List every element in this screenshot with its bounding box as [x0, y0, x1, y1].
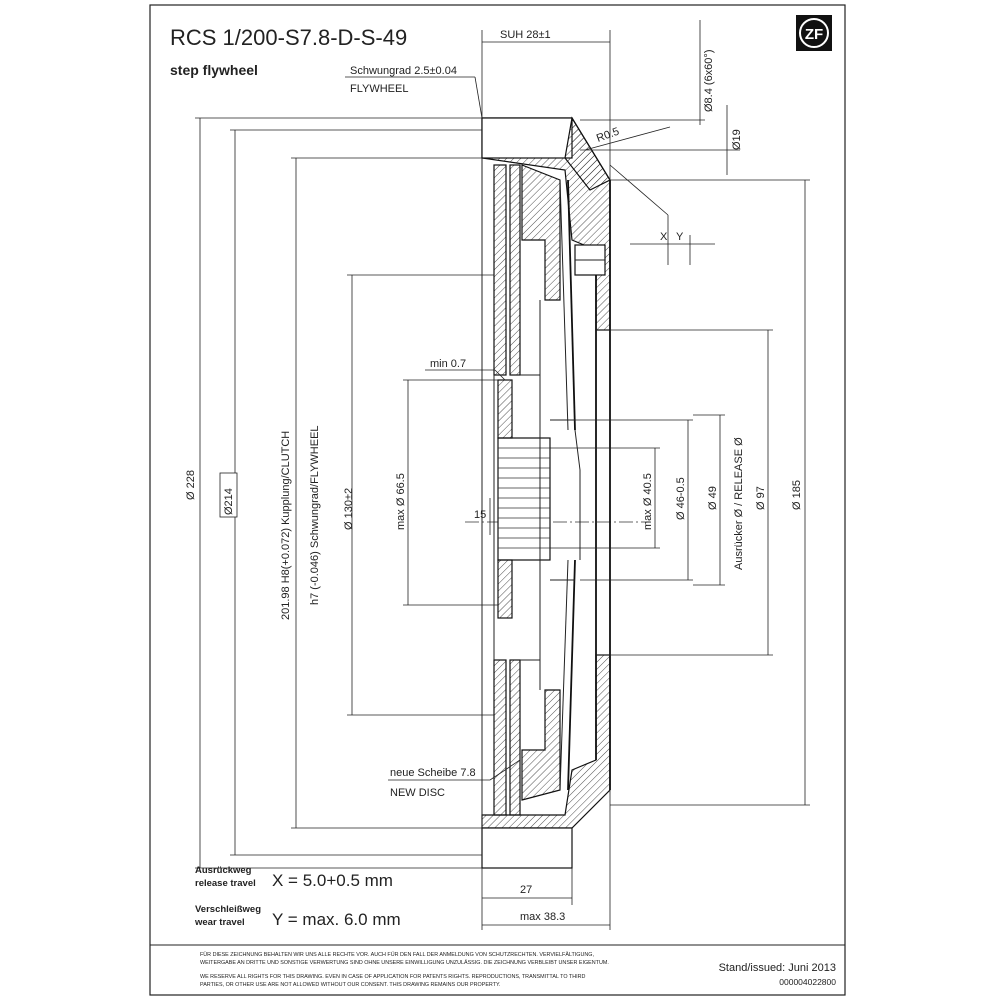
dim-d97-text: Ø 97 — [755, 486, 767, 510]
dim-y-text: Y — [676, 231, 684, 243]
dim-d46: Ø 46-0.5 — [575, 419, 693, 581]
dim-15-text: 15 — [474, 509, 486, 521]
issued-date: Stand/issued: Juni 2013 — [719, 962, 836, 974]
dim-15: 15 — [474, 498, 491, 535]
dim-bolt-hole: Ø8.4 (6x60°) — [580, 20, 715, 125]
dim-d19: Ø19 — [580, 105, 743, 175]
dim-clutch-fit: 201.98 H8(+0.072) Kupplung/CLUTCH h7 (-0… — [280, 157, 482, 829]
dim-d214: Ø214 — [219, 129, 482, 856]
rights-en-line-2: PARTIES, OR OTHER USE ARE NOT ALLOWED WI… — [200, 982, 500, 988]
dim-new-disc: neue Scheibe 7.8 NEW DISC — [388, 759, 521, 799]
wear-travel-en: wear travel — [194, 917, 245, 928]
dim-release-text: Ausrücker Ø / RELEASE Ø — [733, 437, 745, 570]
dim-suh-text: SUH 28±1 — [500, 29, 551, 41]
rights-en-line-1: WE RESERVE ALL RIGHTS FOR THIS DRAWING. … — [200, 974, 585, 980]
rights-de-line-1: FÜR DIESE ZEICHNUNG BEHALTEN WIR UNS ALL… — [200, 951, 594, 958]
dim-min07: min 0.7 — [425, 358, 506, 381]
dim-d185: Ø 185 — [610, 179, 810, 806]
dim-flywheel-text: FLYWHEEL — [350, 83, 408, 95]
dim-radius-text: R0.5 — [595, 126, 621, 145]
dim-neue-text: neue Scheibe 7.8 — [390, 767, 476, 779]
dim-suh: SUH 28±1 — [481, 29, 611, 180]
dim-bolt-hole-text: Ø8.4 (6x60°) — [703, 50, 715, 112]
dim-flywheel-fit-text: h7 (-0.046) Schwungrad/FLYWHEEL — [309, 425, 321, 605]
dim-d19-text: Ø19 — [731, 129, 743, 150]
dim-newdisc-text: NEW DISC — [390, 787, 445, 799]
dim-x-text: X — [660, 231, 668, 243]
dim-27-text: 27 — [520, 884, 532, 896]
zf-logo: ZF — [796, 15, 832, 51]
dim-xy: X Y — [609, 164, 715, 265]
dim-d130: Ø 130±2 — [343, 274, 494, 716]
wear-travel-note: Verschleißweg wear travel Y = max. 6.0 m… — [194, 904, 401, 929]
release-travel-en: release travel — [195, 878, 256, 889]
dim-d130-text: Ø 130±2 — [343, 488, 355, 530]
dim-d228: Ø 228 — [185, 117, 482, 869]
dim-max383: max 38.3 — [482, 790, 611, 930]
dim-schwungrad: Schwungrad 2.5±0.04 FLYWHEEL — [345, 65, 483, 119]
dim-d49-text: Ø 49 — [707, 486, 719, 510]
dim-d97: Ø 97 — [596, 329, 773, 656]
dim-d665-text: max Ø 66.5 — [395, 473, 407, 530]
dim-d46-text: Ø 46-0.5 — [675, 477, 687, 520]
release-travel-de: Ausrückweg — [195, 865, 252, 876]
dim-max383-text: max 38.3 — [520, 911, 565, 923]
dim-min07-text: min 0.7 — [430, 358, 466, 370]
zf-logo-text: ZF — [805, 26, 823, 43]
release-travel-note: Ausrückweg release travel X = 5.0+0.5 mm — [195, 865, 393, 890]
dim-d185-text: Ø 185 — [791, 480, 803, 510]
dim-d665: max Ø 66.5 — [395, 379, 498, 606]
document-id: 000004022800 — [779, 977, 836, 987]
dim-d49: Ø 49 Ausrücker Ø / RELEASE Ø — [693, 414, 745, 586]
clutch-cross-section — [481, 116, 611, 869]
drawing-title: RCS 1/200-S7.8-D-S-49 — [170, 25, 407, 50]
sheet-border — [149, 4, 846, 996]
dim-schwungrad-text: Schwungrad 2.5±0.04 — [350, 65, 457, 77]
rights-de-line-2: WEITERGABE AN DRITTE UND SONSTIGE VERWER… — [200, 959, 609, 966]
drawing-subtitle: step flywheel — [170, 62, 258, 78]
dim-d405: max Ø 40.5 — [550, 447, 660, 549]
dim-d214-text: Ø214 — [223, 488, 235, 515]
dim-27: 27 — [481, 868, 573, 930]
dim-d405-text: max Ø 40.5 — [642, 473, 654, 530]
wear-travel-de: Verschleißweg — [195, 904, 261, 915]
dim-clutch-fit-text: 201.98 H8(+0.072) Kupplung/CLUTCH — [280, 431, 292, 620]
release-travel-value: X = 5.0+0.5 mm — [272, 871, 393, 890]
wear-travel-value: Y = max. 6.0 mm — [272, 910, 401, 929]
dim-d228-text: Ø 228 — [185, 470, 197, 500]
